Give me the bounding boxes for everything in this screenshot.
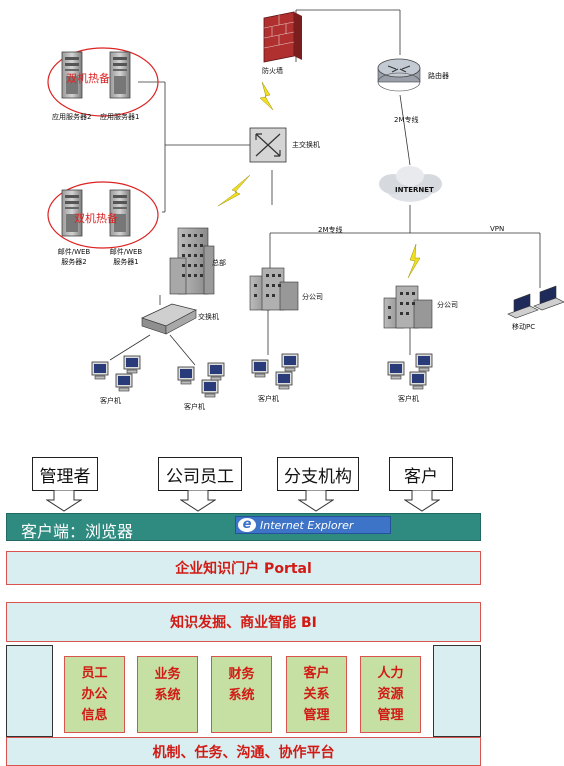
module-line: 财务 xyxy=(228,667,255,682)
module-business-system: 业务 系统 xyxy=(137,656,198,733)
down-arrow-icon xyxy=(404,490,440,512)
client-pc-icon xyxy=(281,353,299,372)
branch-building-2-icon xyxy=(383,285,433,329)
actor-manager: 管理者 xyxy=(32,457,98,491)
module-line: 信息 xyxy=(81,708,108,723)
mobile-pc-label: 移动PC xyxy=(512,323,536,331)
module-line: 客户 xyxy=(303,666,330,681)
network-links xyxy=(109,9,541,366)
branch-2-label: 分公司 xyxy=(437,301,458,309)
router-icon xyxy=(377,58,421,92)
internet-cloud-icon xyxy=(379,166,442,202)
client-pc-icon xyxy=(91,361,109,380)
wireless-link-icon xyxy=(217,174,251,207)
module-finance-system: 财务 系统 xyxy=(211,656,272,733)
app-server-1-icon xyxy=(109,51,131,99)
mail-server-2-label: 邮件/WEB 服务器2 xyxy=(57,248,91,266)
client-pc-icon xyxy=(201,379,219,398)
bi-layer: 知识发掘、商业智能 BI xyxy=(6,602,481,642)
down-arrow-icon xyxy=(180,490,216,512)
module-line: 系统 xyxy=(154,688,181,703)
client-pc-icon xyxy=(177,366,195,385)
down-arrow-icon xyxy=(46,490,82,512)
firewall-icon xyxy=(263,11,302,63)
client-label: 客户机 xyxy=(100,397,121,405)
client-pc-icon xyxy=(251,359,269,378)
wireless-link-icon xyxy=(407,243,421,279)
collaboration-platform-layer: 机制、任务、沟通、协作平台 xyxy=(6,737,481,766)
module-line: 业务 xyxy=(154,667,181,682)
down-arrow-icon xyxy=(298,490,334,512)
actor-employee: 公司员工 xyxy=(158,457,242,491)
hot-standby-label-bottom: 双机热备 xyxy=(74,212,118,225)
firewall-label: 防火墙 xyxy=(262,67,283,75)
link-vpn-label: VPN xyxy=(490,225,505,233)
client-pc-icon xyxy=(415,353,433,372)
actor-customer: 客户 xyxy=(389,457,453,491)
actor-branch: 分支机构 xyxy=(277,457,359,491)
client-pc-icon xyxy=(275,371,293,390)
client-pc-icon xyxy=(115,373,133,392)
client-pc-icon xyxy=(207,362,225,381)
module-line: 管理 xyxy=(303,708,330,723)
browser-badge-label: Internet Explorer xyxy=(260,518,354,532)
module-line: 办公 xyxy=(81,687,108,702)
branch-1-label: 分公司 xyxy=(302,293,323,301)
client-label: 客户机 xyxy=(398,395,419,403)
module-line: 管理 xyxy=(377,708,404,723)
client-pc-icon xyxy=(409,371,427,390)
module-line: 系统 xyxy=(228,688,255,703)
module-line: 关系 xyxy=(303,687,330,702)
app-server-2-label: 应用服务器2 xyxy=(52,113,92,121)
router-label: 路由器 xyxy=(428,72,449,80)
client-browser-label: 客户端：浏览器 xyxy=(21,522,134,541)
client-label: 客户机 xyxy=(258,395,279,403)
wireless-link-icon xyxy=(259,81,274,111)
client-label: 客户机 xyxy=(184,403,205,411)
module-crm: 客户 关系 管理 xyxy=(286,656,347,733)
module-line: 资源 xyxy=(377,687,404,702)
internet-explorer-badge: e Internet Explorer xyxy=(235,516,391,534)
core-switch-icon xyxy=(249,127,287,163)
headquarters-label: 总部 xyxy=(212,259,226,267)
mobile-pc-icon xyxy=(507,285,564,319)
hot-standby-label-top: 双机热备 xyxy=(66,72,110,85)
module-line: 人力 xyxy=(377,666,404,681)
app-server-1-label: 应用服务器1 xyxy=(100,113,140,121)
module-line: 员工 xyxy=(81,666,108,681)
hq-switch-icon xyxy=(141,303,197,335)
client-pc-icon xyxy=(123,355,141,374)
module-office-info: 员工 办公 信息 xyxy=(64,656,125,733)
branch-building-1-icon xyxy=(249,267,299,311)
headquarters-building-icon xyxy=(169,227,215,295)
internet-label: INTERNET xyxy=(395,186,434,194)
hot-standby-ring-bottom xyxy=(47,181,159,249)
mail-server-1-label: 邮件/WEB 服务器1 xyxy=(109,248,143,266)
network-topology-diagram xyxy=(47,9,564,398)
core-switch-label: 主交换机 xyxy=(292,141,320,149)
ie-logo-icon: e xyxy=(238,518,256,532)
switch-label: 交换机 xyxy=(198,313,219,321)
module-hr: 人力 资源 管理 xyxy=(360,656,421,733)
link-left-label: 2M专线 xyxy=(318,226,343,234)
portal-layer: 企业知识门户 Portal xyxy=(6,551,481,585)
hot-standby-ring-top xyxy=(47,47,159,117)
client-pc-icon xyxy=(387,361,405,380)
link-top-label: 2M专线 xyxy=(394,116,419,124)
